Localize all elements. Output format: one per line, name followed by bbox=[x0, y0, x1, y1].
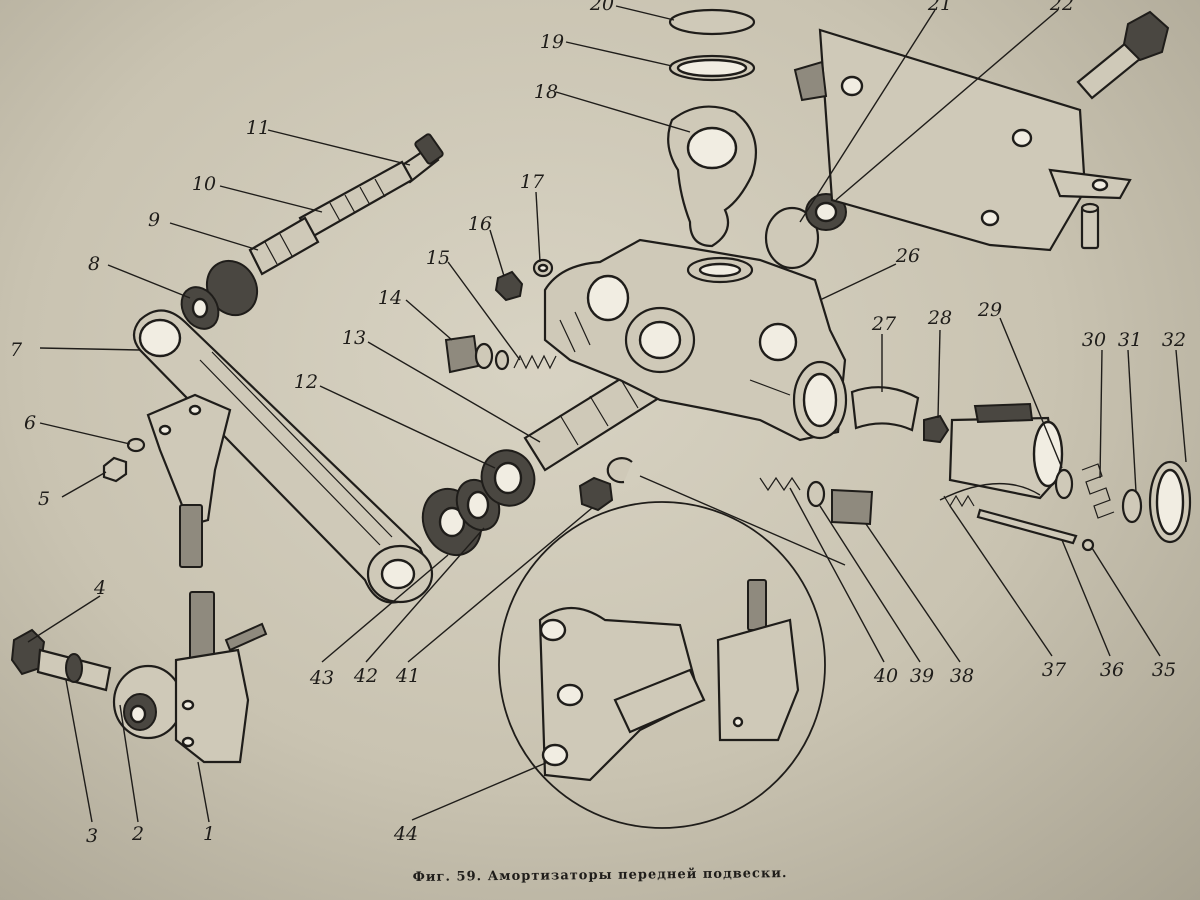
part-9-sleeve bbox=[248, 216, 320, 276]
part-36-rod bbox=[976, 508, 1078, 545]
callout-3: 3 bbox=[86, 825, 98, 847]
callout-31: 31 bbox=[1118, 329, 1142, 351]
callout-14: 14 bbox=[378, 287, 402, 309]
part-37-spring bbox=[943, 494, 975, 508]
part-20-cover-disk bbox=[668, 8, 756, 36]
part-26-housing bbox=[543, 238, 848, 442]
part-28-screw bbox=[923, 414, 950, 444]
part-7-lever-arm bbox=[132, 309, 434, 604]
part-44-detail-view bbox=[498, 501, 826, 829]
callout-42: 42 bbox=[353, 665, 378, 687]
callout-11: 11 bbox=[246, 117, 270, 139]
part-19-gasket bbox=[668, 54, 756, 82]
callout-21: 21 bbox=[927, 0, 952, 15]
callout-18: 18 bbox=[534, 81, 558, 103]
callout-7: 7 bbox=[10, 339, 23, 361]
part-27-clip bbox=[850, 386, 920, 432]
callout-2: 2 bbox=[131, 823, 144, 845]
callout-numbers: 1 2 3 4 5 6 7 8 9 10 11 12 13 14 15 16 1… bbox=[10, 0, 1186, 847]
part-15-spring bbox=[494, 349, 557, 371]
plate-pin bbox=[1080, 202, 1100, 250]
callout-12: 12 bbox=[294, 371, 318, 393]
callout-29: 29 bbox=[977, 299, 1002, 321]
part-32-seal bbox=[1148, 460, 1192, 544]
part-5-nut bbox=[102, 456, 128, 483]
callout-15: 15 bbox=[426, 247, 450, 269]
callout-41: 41 bbox=[395, 665, 420, 687]
callout-40: 40 bbox=[873, 665, 898, 687]
part-41-nut bbox=[578, 476, 614, 512]
mounting-plate bbox=[793, 28, 1132, 252]
part-21-ball bbox=[764, 206, 820, 270]
part-18-link bbox=[667, 105, 757, 248]
callout-30: 30 bbox=[1082, 329, 1106, 351]
callout-4: 4 bbox=[93, 577, 106, 599]
part-12-seal bbox=[480, 449, 536, 507]
part-38-plug bbox=[831, 488, 874, 526]
callout-10: 10 bbox=[192, 173, 216, 195]
part-30-spring bbox=[1054, 463, 1115, 519]
callout-20: 20 bbox=[589, 0, 614, 15]
part-8-rubber-bushing bbox=[180, 259, 259, 330]
callout-38: 38 bbox=[950, 665, 974, 687]
callout-27: 27 bbox=[871, 313, 897, 335]
part-6-washer bbox=[126, 437, 146, 453]
callout-35: 35 bbox=[1152, 659, 1176, 681]
callout-8: 8 bbox=[88, 253, 100, 275]
part-1-bracket bbox=[174, 591, 268, 764]
callout-22: 22 bbox=[1049, 0, 1074, 15]
plate-bolt bbox=[1076, 10, 1170, 100]
callout-9: 9 bbox=[148, 209, 160, 231]
callout-37: 37 bbox=[1042, 659, 1067, 681]
callout-17: 17 bbox=[520, 171, 545, 193]
callout-16: 16 bbox=[468, 213, 492, 235]
callout-36: 36 bbox=[1100, 659, 1124, 681]
circlip bbox=[606, 457, 633, 484]
part-16-screw bbox=[494, 270, 524, 302]
part-40-spring bbox=[759, 476, 801, 492]
part-14-plug bbox=[444, 334, 494, 374]
callout-13: 13 bbox=[342, 327, 366, 349]
part-2-bushing bbox=[112, 664, 184, 740]
callout-39: 39 bbox=[910, 665, 934, 687]
part-17-washer bbox=[532, 258, 554, 278]
callout-26: 26 bbox=[895, 245, 920, 267]
part-35-ball bbox=[1081, 538, 1095, 552]
upper-bracket bbox=[146, 393, 232, 568]
leader-lines bbox=[27, 5, 1187, 823]
callout-32: 32 bbox=[1162, 329, 1186, 351]
callout-28: 28 bbox=[927, 307, 952, 329]
callout-5: 5 bbox=[38, 488, 50, 510]
callout-19: 19 bbox=[540, 31, 564, 53]
part-39-washer bbox=[806, 480, 826, 508]
part-29-cylinder bbox=[948, 402, 1064, 500]
part-31-ring bbox=[1121, 488, 1143, 524]
part-10-threaded-rod bbox=[298, 160, 414, 240]
callout-44: 44 bbox=[393, 823, 418, 845]
callout-6: 6 bbox=[24, 412, 36, 434]
part-3-spacer bbox=[36, 648, 112, 692]
wire-line bbox=[939, 482, 1041, 501]
callout-43: 43 bbox=[309, 667, 334, 689]
callout-1: 1 bbox=[203, 823, 215, 845]
